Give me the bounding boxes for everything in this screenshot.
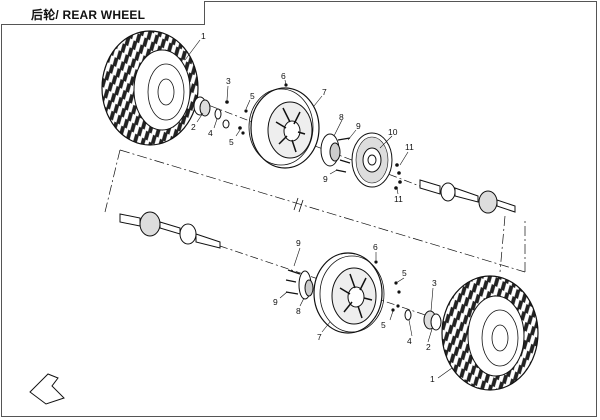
callout-5-bottom-a: 5 [402, 268, 407, 278]
callout-8-top: 8 [339, 112, 344, 122]
drive-shaft-bottom [119, 211, 221, 249]
callout-3-top: 3 [226, 76, 231, 86]
hub-nut-bottom [404, 309, 442, 331]
callout-5-top-a: 5 [250, 91, 255, 101]
callout-1-bottom: 1 [430, 374, 435, 384]
axis-line-top [194, 99, 431, 191]
title-block: 后轮/ REAR WHEEL [1, 1, 205, 25]
callout-2-bottom: 2 [426, 342, 431, 352]
callout-2-top: 2 [191, 122, 196, 132]
rear-tire-bottom [441, 275, 539, 391]
callout-7-bottom: 7 [317, 332, 322, 342]
wheel-rim-top [248, 83, 320, 169]
wheel-nuts-bottom [374, 260, 401, 312]
shaft-connector-lines [104, 149, 526, 273]
callout-9-top-b: 9 [323, 174, 328, 184]
drive-shaft-top [419, 179, 516, 214]
wheel-rim-bottom [313, 252, 385, 334]
hub-nut-top [193, 96, 248, 135]
forward-arrow-icon [29, 373, 65, 405]
callout-5-top-b: 5 [229, 137, 234, 147]
callout-1-top: 1 [201, 31, 206, 41]
callout-10-top: 10 [388, 127, 398, 137]
callout-6-bottom: 6 [373, 242, 378, 252]
wheel-hub-top [320, 133, 351, 173]
callout-4-bottom: 4 [407, 336, 412, 346]
wheel-hub-bottom [285, 269, 314, 300]
brake-disc-top [351, 132, 393, 188]
callout-9-bottom-b: 9 [273, 297, 278, 307]
callout-7-top: 7 [322, 87, 327, 97]
callout-6-top: 6 [281, 71, 286, 81]
callout-8-bottom: 8 [296, 306, 301, 316]
callout-4-top: 4 [208, 128, 213, 138]
break-mark [293, 197, 304, 213]
callout-9-top-a: 9 [356, 121, 361, 131]
leader-lines [184, 39, 453, 379]
callout-labels: 1 2 3 4 5 5 6 7 8 9 9 10 11 11 9 9 8 6 5… [191, 31, 437, 384]
callout-11-top-a: 11 [405, 142, 414, 152]
rear-tire-top [101, 30, 199, 146]
callout-5-bottom-b: 5 [381, 320, 386, 330]
callout-11-top-b: 11 [394, 194, 403, 204]
callout-9-bottom-a: 9 [296, 238, 301, 248]
page-title: 后轮/ REAR WHEEL [31, 8, 146, 22]
callout-3-bottom: 3 [432, 278, 437, 288]
